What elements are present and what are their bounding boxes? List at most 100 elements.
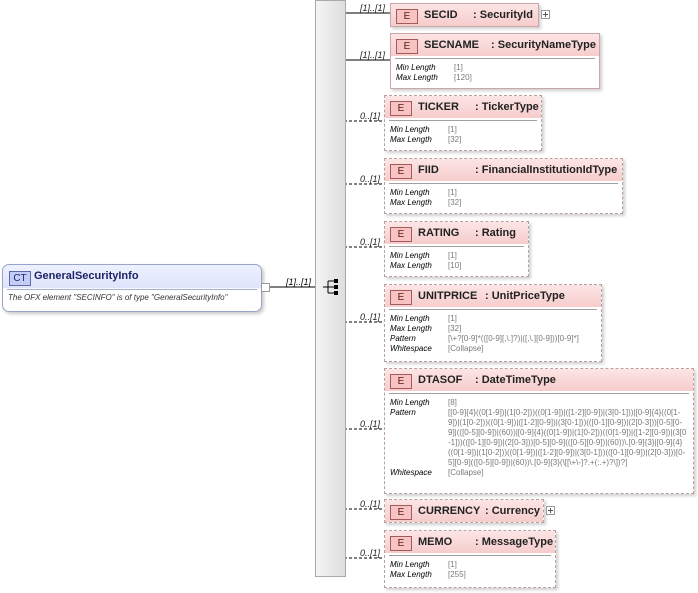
element-type: : SecurityId	[473, 9, 533, 21]
element-name: TICKER	[418, 101, 459, 113]
facet-row: Max Length[10]	[390, 261, 461, 271]
facet-label: Min Length	[390, 560, 430, 569]
facet-list: Min Length [8] Pattern [[0-9]{4}((0[1-9])|(…	[390, 398, 688, 478]
facet-value: [255]	[448, 570, 466, 579]
facet-list: Min Length[1]Max Length[32]	[390, 188, 461, 208]
element-badge: E	[390, 101, 412, 116]
expand-icon[interactable]	[546, 506, 555, 515]
element-type-value: TickerType	[481, 101, 539, 113]
element-multiplicity: [1]..[1]	[360, 50, 386, 60]
facet-value: [1]	[448, 314, 457, 323]
element-badge: E	[390, 164, 412, 179]
facet-label: Whitespace	[390, 344, 432, 353]
facet-list: Min Length [1] Max Length [120]	[396, 63, 472, 83]
element-name: SECID	[424, 9, 458, 21]
type-separator: :	[475, 164, 482, 176]
facet-value: [\+?[0-9]*(([0-9][,\.]?)|([,\.][0-9]))[0…	[448, 334, 579, 343]
type-separator: :	[475, 101, 482, 113]
facet-row: Min Length[1]	[390, 188, 461, 198]
element-multiplicity: 0..[1]	[360, 174, 381, 184]
element-multiplicity: 0..[1]	[360, 111, 381, 121]
facet-row: Min Length[1]	[390, 251, 461, 261]
facet-list: Min Length[1]Max Length[10]	[390, 251, 461, 271]
facet-label: Max Length	[396, 73, 438, 82]
facet-label: Min Length	[390, 398, 430, 407]
facet-label: Min Length	[390, 125, 430, 134]
element-type: : Rating	[475, 227, 516, 239]
type-separator: :	[485, 290, 492, 302]
facet-value: [[0-9]{4}((0[1-9])|(1[0-2]))((0[1-9])|([…	[448, 408, 687, 467]
element-type-value: DateTimeType	[481, 374, 556, 386]
facet-label: Max Length	[390, 324, 432, 333]
element-divider	[389, 309, 597, 310]
element-header	[385, 222, 528, 244]
type-separator: :	[485, 505, 492, 517]
type-separator: :	[491, 39, 498, 51]
facet-row: Max Length[32]	[390, 324, 579, 334]
complex-type-description: The OFX element "SECINFO" is of type "Ge…	[8, 293, 228, 302]
facet-row: Pattern [\+?[0-9]*(([0-9][,\.]?)|([,\.][0…	[390, 334, 579, 344]
type-separator: :	[473, 9, 480, 21]
complex-type-box[interactable]: CT GeneralSecurityInfo The OFX element "…	[2, 264, 262, 312]
element-multiplicity: [1]..[1]	[360, 3, 386, 13]
facet-list: Min Length [1]Max Length[32]Pattern [\+?[0…	[390, 314, 579, 354]
sequence-icon[interactable]	[322, 278, 340, 296]
element-badge: E	[390, 536, 412, 551]
type-separator: :	[475, 536, 482, 548]
element-badge: E	[390, 227, 412, 242]
element-header	[385, 369, 693, 391]
element-header	[385, 531, 555, 553]
element-divider	[389, 120, 537, 121]
collapse-toggle-icon[interactable]	[261, 283, 270, 292]
facet-row: Min Length[1]	[390, 560, 466, 570]
element-badge: E	[390, 290, 412, 305]
element-type: : UnitPriceType	[485, 290, 565, 302]
facet-list: Min Length[1]Max Length[32]	[390, 125, 461, 145]
facet-value: [Collapse]	[448, 344, 484, 353]
element-name: RATING	[418, 227, 460, 239]
facet-row: Min Length [1]	[396, 63, 472, 73]
element-type-value: Rating	[481, 227, 516, 239]
element-multiplicity: 0..[1]	[360, 548, 381, 558]
facet-row: Min Length[1]	[390, 125, 461, 135]
facet-label: Min Length	[396, 63, 436, 72]
facet-label: Pattern	[390, 334, 416, 343]
element-type: : DateTimeType	[475, 374, 556, 386]
element-divider	[395, 58, 595, 59]
element-type: : FinancialInstitutionIdType	[475, 164, 617, 176]
expand-icon[interactable]	[541, 10, 550, 19]
facet-row: Whitespace [Collapse]	[390, 344, 579, 354]
facet-value: [32]	[448, 135, 462, 144]
element-card-secid[interactable]: E SECID : SecurityId	[390, 3, 539, 27]
ct-multiplicity: [1]..[1]	[286, 277, 312, 287]
ct-divider	[7, 289, 257, 290]
element-type-value: UnitPriceType	[491, 290, 565, 302]
element-type-value: MessageType	[481, 536, 554, 548]
facet-list: Min Length[1]Max Length [255]	[390, 560, 466, 580]
facet-label: Pattern	[390, 408, 416, 417]
facet-label: Min Length	[390, 314, 430, 323]
element-header	[391, 4, 538, 26]
element-badge: E	[396, 9, 418, 24]
facet-value: [120]	[454, 73, 472, 82]
facet-label: Max Length	[390, 570, 432, 579]
element-name: CURRENCY	[418, 505, 481, 517]
element-multiplicity: 0..[1]	[360, 419, 381, 429]
facet-value: [1]	[454, 63, 463, 72]
element-type: : Currency	[485, 505, 540, 517]
complex-type-name: GeneralSecurityInfo	[34, 270, 139, 282]
facet-value: [8]	[448, 398, 457, 407]
element-divider	[389, 555, 551, 556]
facet-label: Whitespace	[390, 468, 432, 477]
facet-value: [1]	[448, 251, 457, 260]
facet-row: Min Length [1]	[390, 314, 579, 324]
element-name: FIID	[418, 164, 439, 176]
